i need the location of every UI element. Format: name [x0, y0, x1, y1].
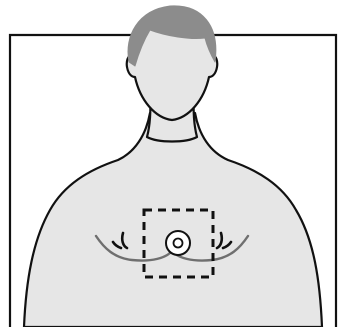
- electrode-outer-ring: [166, 231, 190, 255]
- target-electrode-icon: [166, 231, 190, 255]
- torso: [24, 113, 322, 327]
